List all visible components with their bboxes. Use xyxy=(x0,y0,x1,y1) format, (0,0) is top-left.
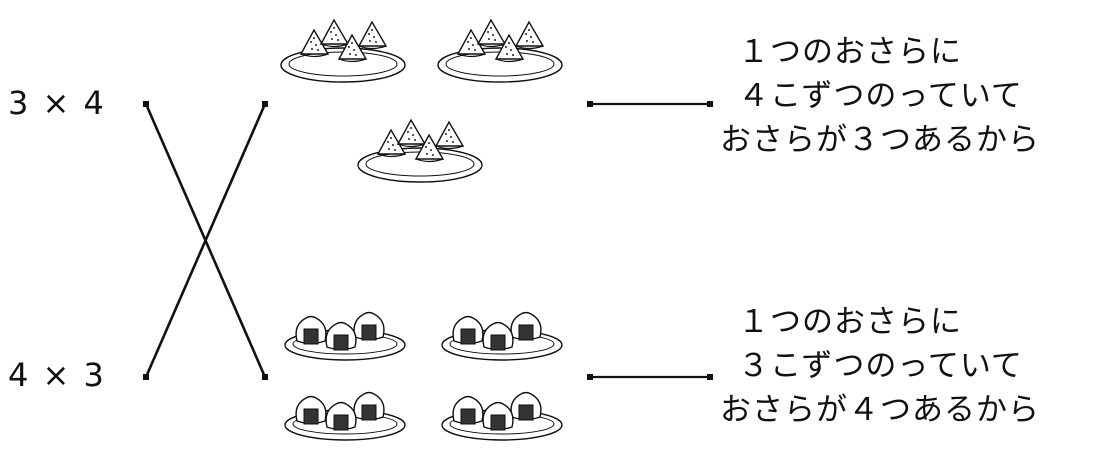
description-bottom: １つのおさらに ３こずつのっていて おさらが４つあるから xyxy=(720,300,1040,432)
match-line-4x3-to-onigiri xyxy=(144,103,267,378)
watermelon-group xyxy=(281,20,562,182)
watermelon-plate xyxy=(281,20,405,82)
onigiri-plate xyxy=(285,393,405,441)
description-top-line2: ４こずつのっていて xyxy=(738,78,1023,114)
watermelon-plate xyxy=(438,20,562,82)
description-bottom-line2: ３こずつのっていて xyxy=(738,348,1023,384)
description-top: １つのおさらに ４こずつのっていて おさらが３つあるから xyxy=(720,30,1040,162)
expression-4x3: 4 × 3 xyxy=(8,356,106,394)
onigiri-group xyxy=(285,313,562,441)
onigiri-plate xyxy=(442,393,562,441)
onigiri-plate xyxy=(442,313,562,361)
description-bottom-line1: １つのおさらに xyxy=(738,304,962,340)
description-bottom-line3: おさらが４つあるから xyxy=(720,392,1040,428)
description-top-line3: おさらが３つあるから xyxy=(720,122,1040,158)
onigiri-plate xyxy=(285,313,405,361)
expression-3x4: 3 × 4 xyxy=(8,84,106,122)
description-top-line1: １つのおさらに xyxy=(738,34,962,70)
watermelon-plate xyxy=(358,120,482,182)
